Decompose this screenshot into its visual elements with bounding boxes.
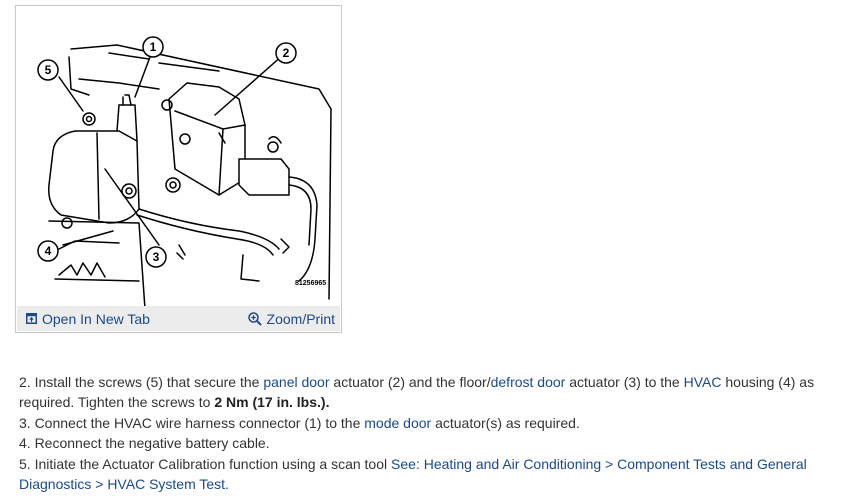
step-3-text: actuator(s) as required. bbox=[431, 414, 580, 431]
callout-4: 4 bbox=[45, 244, 52, 258]
mode-door-link[interactable]: mode door bbox=[364, 414, 432, 431]
callout-5: 5 bbox=[45, 63, 52, 77]
callout-2: 2 bbox=[283, 46, 290, 60]
figure-card: 1 2 3 4 5 81256965 Open In New Tab Zoom/… bbox=[15, 5, 342, 333]
step-4-text: 4. Reconnect the negative battery cable. bbox=[19, 435, 270, 452]
hvac-link[interactable]: HVAC bbox=[683, 374, 722, 390]
figure-toolbar: Open In New Tab Zoom/Print bbox=[17, 306, 340, 331]
hvac-system-test-link[interactable]: See: Heating and Air Conditioning > Comp… bbox=[19, 455, 807, 493]
torque-value: 2 Nm (17 in. lbs.). bbox=[214, 394, 330, 411]
step-5-text: 5. Initiate the Actuator Calibration fun… bbox=[19, 455, 392, 472]
callout-1: 1 bbox=[150, 40, 157, 54]
open-in-new-tab-label: Open In New Tab bbox=[42, 310, 150, 327]
procedure-steps: 2. Install the screws (5) that secure th… bbox=[15, 372, 835, 494]
zoom-print-link[interactable]: Zoom/Print bbox=[247, 310, 335, 327]
defrost-door-link[interactable]: defrost door bbox=[490, 374, 566, 390]
magnifier-plus-icon bbox=[247, 311, 262, 326]
callout-3: 3 bbox=[153, 250, 160, 264]
step-3: 3. Connect the HVAC wire harness connect… bbox=[15, 413, 835, 433]
panel-door-link[interactable]: panel door bbox=[263, 374, 330, 390]
zoom-print-label: Zoom/Print bbox=[266, 310, 335, 327]
step-2-text: actuator (2) and the floor/ bbox=[329, 374, 491, 390]
step-4: 4. Reconnect the negative battery cable. bbox=[15, 433, 835, 453]
step-3-text: 3. Connect the HVAC wire harness connect… bbox=[19, 414, 365, 431]
hvac-actuator-diagram[interactable]: 1 2 3 4 5 81256965 bbox=[19, 9, 338, 307]
step-2-text: 2. Install the screws (5) that secure th… bbox=[19, 374, 264, 390]
step-2: 2. Install the screws (5) that secure th… bbox=[15, 372, 835, 413]
open-in-new-tab-link[interactable]: Open In New Tab bbox=[26, 311, 150, 327]
step-2-text: actuator (3) to the bbox=[565, 374, 684, 390]
step-5: 5. Initiate the Actuator Calibration fun… bbox=[15, 454, 835, 495]
part-number: 81256965 bbox=[295, 280, 326, 287]
open-new-tab-icon bbox=[26, 313, 37, 324]
step-2-text: housing (4) as required. Tighten the scr… bbox=[19, 374, 815, 411]
